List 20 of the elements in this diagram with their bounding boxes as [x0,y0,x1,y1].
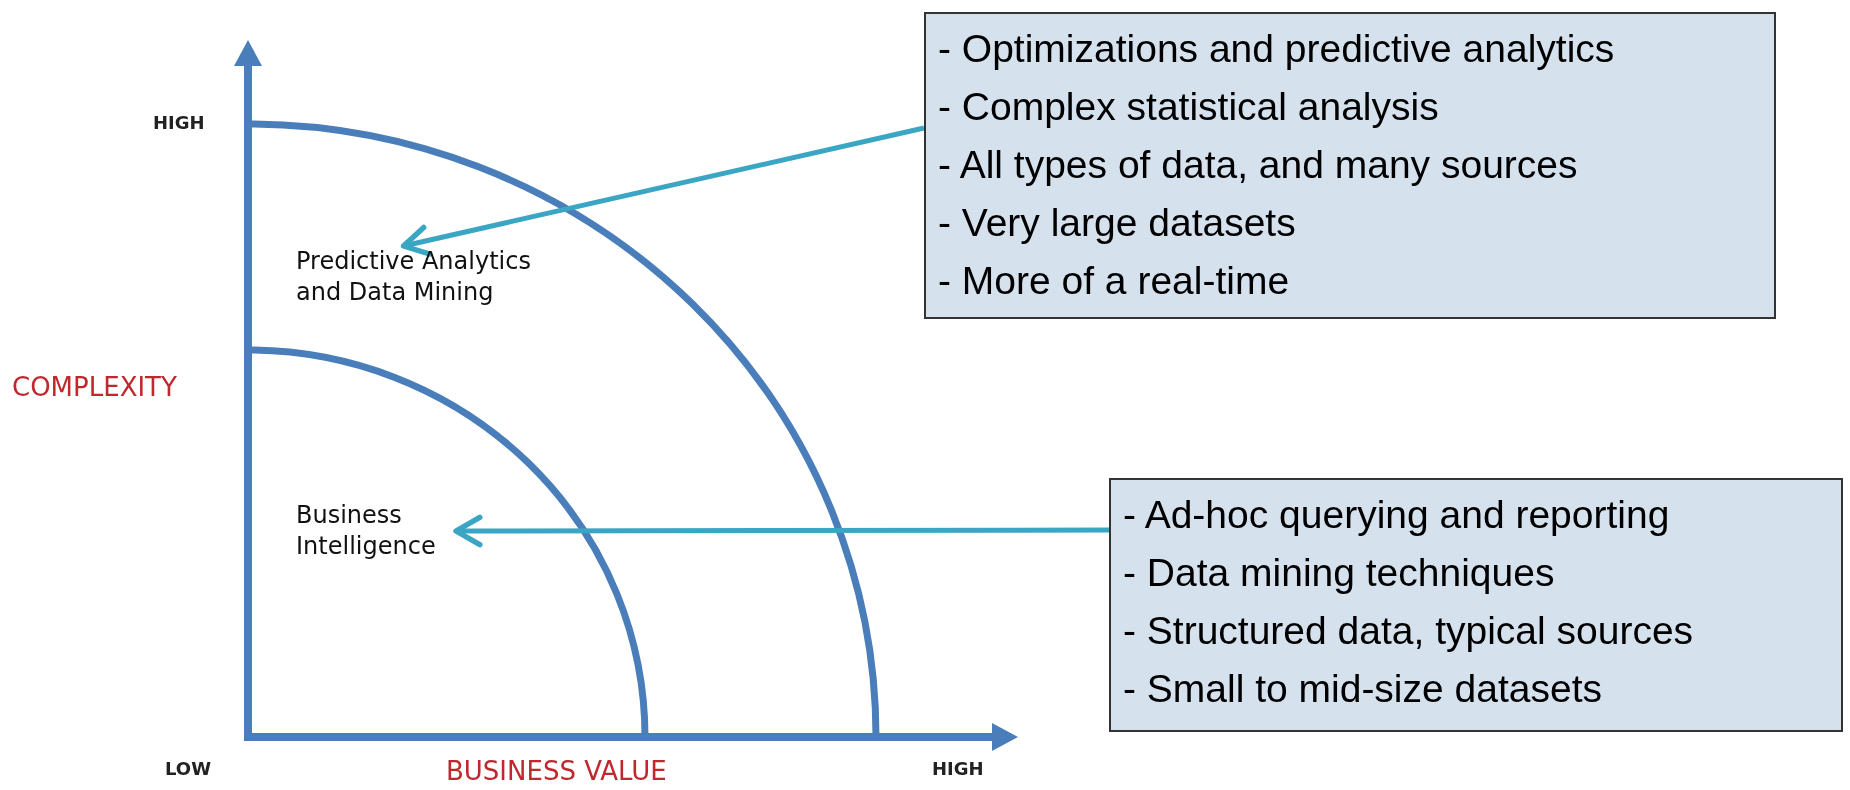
axis-tick-label: LOW [165,758,211,779]
arrow [400,125,925,257]
bullet-text: - Small to mid-size datasets [1123,666,1603,712]
axis-tick-label: HIGH [932,758,984,779]
bullet-text: - All types of data, and many sources [938,142,1579,188]
bullet-text: - Very large datasets [938,200,1297,246]
arrow [453,514,1109,548]
text-box [1109,478,1843,732]
bullet-text: - More of a real-time [938,258,1291,304]
bullet-text: - Optimizations and predictive analytics [938,26,1616,72]
bullet-text: - Complex statistical analysis [938,84,1440,130]
axis-tick-label: HIGH [153,112,205,133]
text-box [924,12,1776,319]
region-label: Predictive Analytics and Data Mining [296,246,532,308]
axis-title: BUSINESS VALUE [446,756,667,786]
region-label: Business Intelligence [296,500,437,562]
bullet-text: - Data mining techniques [1123,550,1556,596]
axis-title: COMPLEXITY [12,372,177,402]
bullet-text: - Ad-hoc querying and reporting [1123,492,1671,538]
bullet-text: - Structured data, typical sources [1123,608,1695,654]
